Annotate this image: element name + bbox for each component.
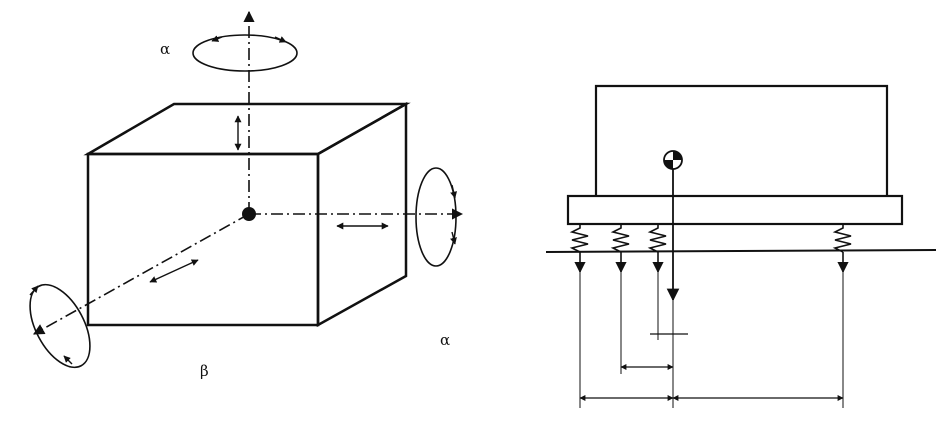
spring-3 [647, 224, 667, 274]
cube-right-face [316, 101, 408, 328]
cube-top-face [83, 102, 411, 156]
spring-2 [610, 224, 630, 274]
diagonal-axis [33, 213, 250, 335]
bottom-left-rotation-ellipse [29, 283, 91, 369]
spring-mount-diagram [545, 84, 937, 408]
top-rotation-ellipse [192, 34, 298, 72]
center-of-gravity-symbol [663, 150, 683, 170]
machine-body [594, 84, 889, 196]
spring-1 [569, 224, 589, 274]
foundation-line [545, 249, 937, 253]
extension-lines [579, 272, 844, 408]
spring-4 [832, 224, 852, 274]
diagonal-translation-arrow [149, 259, 199, 283]
cube-diagram: α α β [29, 10, 464, 380]
label-beta-bottom: β [200, 362, 209, 380]
cube [83, 101, 411, 328]
label-alpha-top: α [160, 40, 170, 58]
label-alpha-right: α [440, 331, 450, 349]
dimension-lines [579, 333, 844, 401]
base-plate [566, 194, 904, 226]
right-rotation-ellipse [415, 167, 457, 267]
